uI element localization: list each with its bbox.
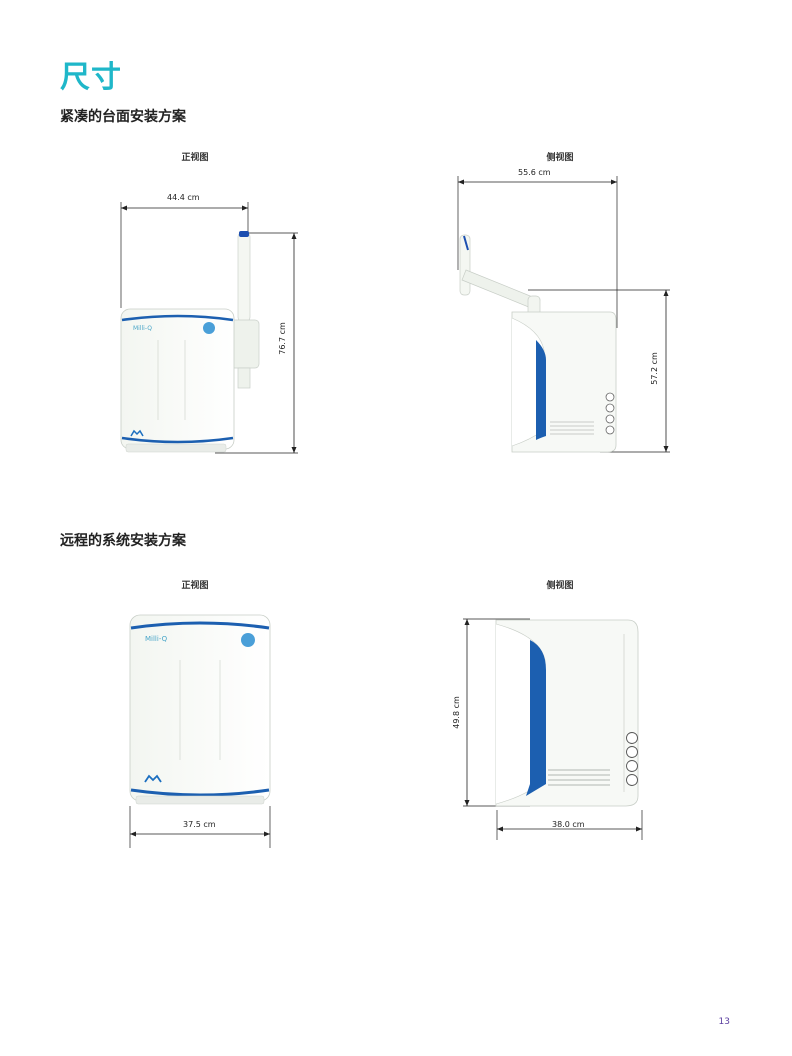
compact-front-view-label: 正视图: [181, 153, 209, 163]
section-heading-compact: 紧凑的台面安装方案: [60, 109, 186, 125]
remote-side-height-label: 49.8 cm: [451, 696, 461, 729]
remote-front-unit: Milli-Q: [129, 614, 271, 848]
compact-side-height-label: 57.2 cm: [649, 352, 659, 385]
remote-side-unit: [463, 618, 643, 840]
compact-front-width-label: 44.4 cm: [167, 193, 200, 202]
svg-text:Milli-Q: Milli-Q: [145, 635, 168, 643]
remote-side-width-label: 38.0 cm: [552, 820, 585, 829]
compact-front-height-label: 76.7 cm: [277, 322, 287, 355]
compact-side-unit: [457, 176, 670, 453]
page-title: 尺寸: [60, 60, 122, 95]
remote-front-width-label: 37.5 cm: [183, 820, 216, 829]
compact-side-width-label: 55.6 cm: [518, 168, 551, 177]
remote-front-view-label: 正视图: [181, 581, 209, 591]
section-heading-remote: 远程的系统安装方案: [60, 533, 186, 549]
svg-text:Milli-Q: Milli-Q: [133, 325, 152, 332]
remote-side-view-label: 侧视图: [546, 581, 574, 591]
page-number: 13: [718, 1017, 730, 1027]
compact-front-unit: Milli-Q: [120, 202, 298, 454]
compact-side-view-label: 侧视图: [546, 153, 574, 163]
